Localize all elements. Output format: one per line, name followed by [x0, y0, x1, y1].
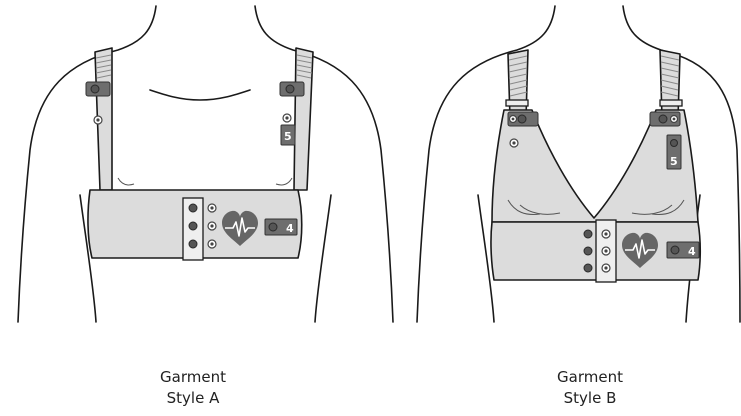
snap-button-icon: [94, 116, 102, 124]
snap-button-icon: [510, 116, 517, 123]
band-sensor-label-a: 4: [286, 222, 294, 235]
sensor-tag-icon: 5: [667, 135, 681, 169]
strap-clip-button-b-right: [659, 115, 667, 123]
snap-button-icon: [602, 247, 610, 255]
strap-clip-button-a-left: [91, 85, 99, 93]
torso-a-left: [18, 6, 156, 322]
arm-line-a-right: [315, 195, 331, 322]
snap-button-icon: [283, 114, 291, 122]
snap-button-icon: [671, 116, 678, 123]
sensor-tag-icon: 4: [667, 242, 699, 258]
caption-style-b: Garment Style B: [490, 367, 690, 409]
snap-button-icon: [602, 230, 610, 238]
caption-a-line1: Garment: [93, 367, 293, 388]
band-sensor-label-b: 4: [688, 245, 696, 258]
sensor-tag-icon: 5: [281, 125, 295, 145]
caption-a-line2: Style A: [93, 388, 293, 409]
strap-ring-b-right: [660, 100, 682, 106]
snap-button-icon: [510, 139, 518, 147]
caption-b-line2: Style B: [490, 388, 690, 409]
snap-button-icon: [208, 204, 216, 212]
strap-sensor-label-b: 5: [670, 155, 678, 168]
strap-sensor-label-a: 5: [284, 130, 292, 143]
strap-clip-button-b-left: [518, 115, 526, 123]
strap-ring-b-left: [506, 100, 528, 106]
caption-b-line1: Garment: [490, 367, 690, 388]
snap-button-icon: [208, 222, 216, 230]
figure-style-b: 5 4: [417, 6, 740, 322]
closure-buttons-a: [189, 204, 197, 248]
snap-button-icon: [602, 264, 610, 272]
strap-a-right: [294, 48, 313, 190]
snap-button-icon: [208, 240, 216, 248]
closure-snaps-a: [208, 204, 216, 248]
chest-fold-a-left: [118, 178, 134, 185]
figure-style-a: 5 4: [18, 6, 393, 322]
closure-snaps-b: [602, 230, 610, 272]
strap-clip-button-a-right: [286, 85, 294, 93]
closure-buttons-b: [584, 230, 592, 272]
sensor-tag-icon: 4: [265, 219, 297, 235]
caption-style-a: Garment Style A: [93, 367, 293, 409]
chest-fold-a-right: [276, 178, 292, 185]
clavicle-a: [150, 90, 250, 100]
torso-a-right: [255, 6, 393, 322]
